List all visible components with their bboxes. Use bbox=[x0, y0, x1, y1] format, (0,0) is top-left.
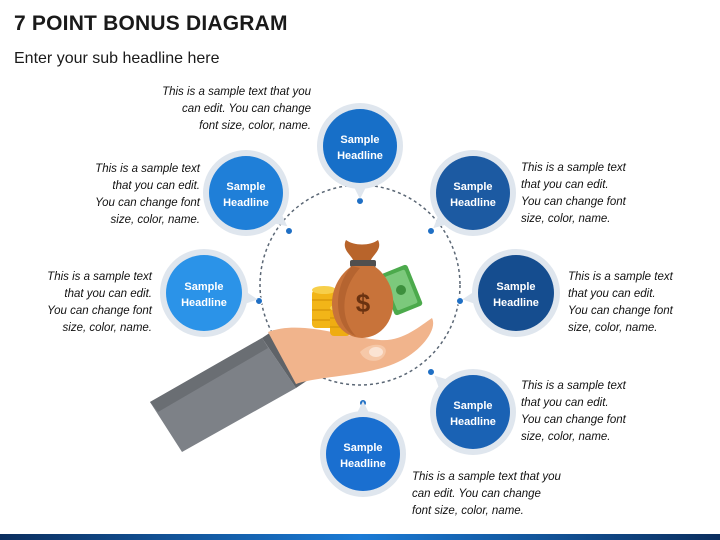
palm bbox=[268, 318, 434, 384]
node-5-label-line2: Headline bbox=[493, 297, 539, 309]
node-5-description: This is a sample text that you can edit.… bbox=[568, 269, 673, 337]
node-1-circle bbox=[166, 255, 242, 331]
node-2-label-line2: Headline bbox=[223, 197, 269, 209]
node-1-desc-line: This is a sample text bbox=[95, 163, 200, 175]
node-6-description: This is a sample text that you can edit.… bbox=[521, 378, 626, 446]
node-5-label-line1: Sample bbox=[496, 281, 535, 293]
node-4-description: This is a sample text that you can edit.… bbox=[521, 160, 626, 228]
node-2-label-line1: Sample bbox=[226, 181, 265, 193]
node-7-label-line1: Sample bbox=[343, 442, 382, 454]
node-4-label-line2: Headline bbox=[450, 197, 496, 209]
node-1-description: This is a sample text that you can edit.… bbox=[95, 161, 200, 229]
node-1-label-line1: Sample bbox=[184, 281, 223, 293]
node-5-desc-line: that you can edit. bbox=[568, 288, 656, 300]
sleeve-shade bbox=[150, 338, 268, 412]
hand-illustration bbox=[150, 318, 434, 452]
node-2-description: This is a sample text that you can edit.… bbox=[47, 269, 152, 337]
node-6-desc-line: size, color, name. bbox=[521, 431, 611, 443]
bottom-accent-bar bbox=[0, 534, 720, 540]
node-7-desc-line: This is a sample text that you bbox=[412, 471, 561, 483]
node-5-desc-line: This is a sample text bbox=[568, 271, 673, 283]
page-title: 7 POINT BONUS DIAGRAM bbox=[14, 12, 288, 35]
node-7-desc-line: font size, color, name. bbox=[412, 505, 524, 517]
node-2-desc-line: size, color, name. bbox=[62, 322, 152, 334]
node-1-desc-line: size, color, name. bbox=[110, 214, 200, 226]
node-6-label-line1: Sample bbox=[453, 400, 492, 412]
node-2-circle bbox=[209, 156, 283, 230]
node-5-circle bbox=[478, 255, 554, 331]
node-3-circle bbox=[323, 109, 397, 183]
node-6-circle bbox=[436, 375, 510, 449]
node-2-desc-line: You can change font bbox=[47, 305, 152, 317]
node-6-label-line2: Headline bbox=[450, 416, 496, 428]
node-6-connector-dot bbox=[427, 368, 435, 376]
node-4-desc-line: size, color, name. bbox=[521, 213, 611, 225]
node-7-description: This is a sample text that you can edit.… bbox=[412, 469, 561, 520]
node-7-label-line2: Headline bbox=[340, 458, 386, 470]
node-6-desc-line: You can change font bbox=[521, 414, 626, 426]
node-3-description: This is a sample text that you can edit.… bbox=[162, 84, 311, 135]
node-1-connector-dot bbox=[255, 297, 263, 305]
node-3-label-line2: Headline bbox=[337, 150, 383, 162]
node-5-connector-dot bbox=[456, 297, 464, 305]
node-6-desc-line: This is a sample text bbox=[521, 380, 626, 392]
node-4-connector-dot bbox=[427, 227, 435, 235]
node-2-desc-line: that you can edit. bbox=[64, 288, 152, 300]
node-3-desc-line: This is a sample text that you bbox=[162, 86, 311, 98]
node-2-desc-line: This is a sample text bbox=[47, 271, 152, 283]
node-1-desc-line: You can change font bbox=[95, 197, 200, 209]
connectors bbox=[255, 197, 464, 407]
node-4-desc-line: You can change font bbox=[521, 196, 626, 208]
node-4-circle bbox=[436, 156, 510, 230]
svg-text:$: $ bbox=[356, 288, 371, 318]
thumbnail bbox=[369, 347, 383, 357]
node-3-desc-line: font size, color, name. bbox=[199, 120, 311, 132]
node-6-desc-line: that you can edit. bbox=[521, 397, 609, 409]
node-3-label-line1: Sample bbox=[340, 134, 379, 146]
coins-stack bbox=[312, 286, 350, 336]
node-4-desc-line: This is a sample text bbox=[521, 162, 626, 174]
node-1-desc-line: that you can edit. bbox=[112, 180, 200, 192]
node-7-circle bbox=[326, 417, 400, 491]
node-4-label-line1: Sample bbox=[453, 181, 492, 193]
page-subtitle: Enter your sub headline here bbox=[14, 50, 220, 67]
node-7-desc-line: can edit. You can change bbox=[412, 488, 541, 500]
node-4-desc-line: that you can edit. bbox=[521, 179, 609, 191]
node-1-label-line2: Headline bbox=[181, 297, 227, 309]
nodes: SampleHeadlineSampleHeadlineSampleHeadli… bbox=[160, 103, 560, 497]
node-5-desc-line: You can change font bbox=[568, 305, 673, 317]
money-bag: $ bbox=[331, 240, 394, 338]
sleeve bbox=[150, 338, 296, 452]
node-3-desc-line: can edit. You can change bbox=[182, 103, 311, 115]
node-2-connector-dot bbox=[285, 227, 293, 235]
node-5-desc-line: size, color, name. bbox=[568, 322, 658, 334]
